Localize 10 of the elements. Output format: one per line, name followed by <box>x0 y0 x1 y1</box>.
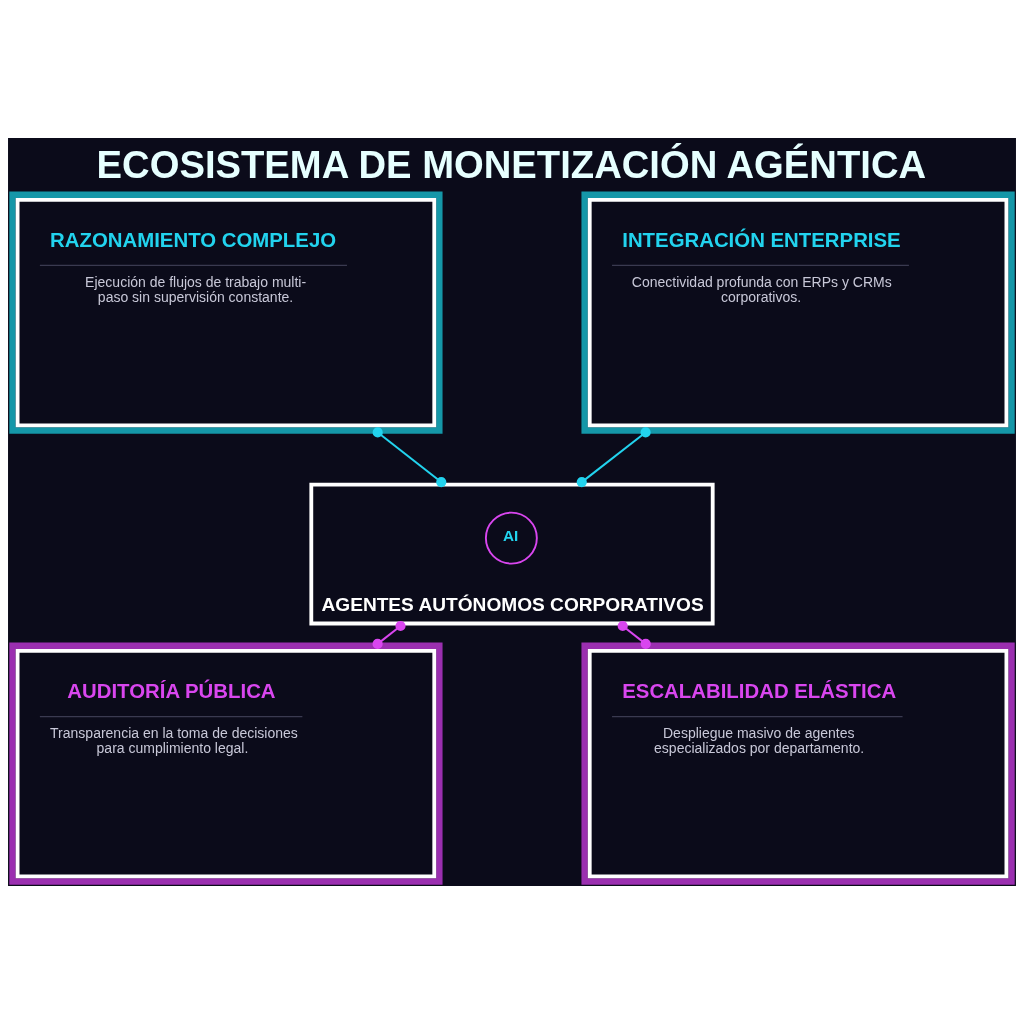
diagram-title: ECOSISTEMA DE MONETIZACIÓN AGÉNTICA <box>96 142 927 186</box>
node-box: AUDITORÍA PÚBLICA Transparencia en la toma de decisiones para cumplimiento legal. <box>9 642 443 885</box>
node-box: ESCALABILIDAD ELÁSTICA Despliegue masivo de agentes especializados por departamento. <box>581 642 1015 885</box>
node-box: INTEGRACIÓN ENTERPRISE Conectividad profunda con ERPs y CRMs corporativos. <box>581 191 1015 434</box>
connector <box>617 620 651 649</box>
node-box: RAZONAMIENTO COMPLEJO Ejecución de flujos de trabajo multi-paso sin supervisión constante. <box>9 191 443 434</box>
connector <box>372 427 447 488</box>
connector <box>372 620 406 649</box>
connector <box>576 427 651 488</box>
node-circle: AI <box>484 511 538 565</box>
